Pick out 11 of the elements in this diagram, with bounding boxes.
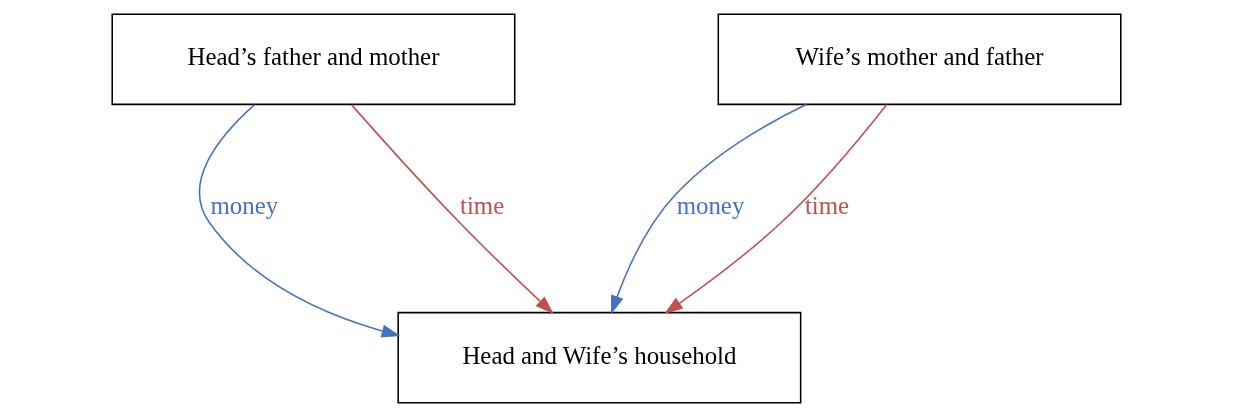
arrow bbox=[611, 103, 808, 315]
edge-label: time bbox=[459, 192, 505, 220]
edge-label: time bbox=[804, 192, 850, 220]
edge-label: money bbox=[210, 192, 279, 220]
arrow bbox=[664, 103, 888, 314]
edge-label: money bbox=[676, 192, 745, 220]
arrow bbox=[198, 104, 401, 338]
node-box: Head’s father and mother bbox=[111, 13, 516, 106]
node-box: Wife’s mother and father bbox=[717, 13, 1122, 106]
node-box: Head and Wife’s household bbox=[397, 311, 802, 404]
arrow bbox=[350, 104, 554, 315]
